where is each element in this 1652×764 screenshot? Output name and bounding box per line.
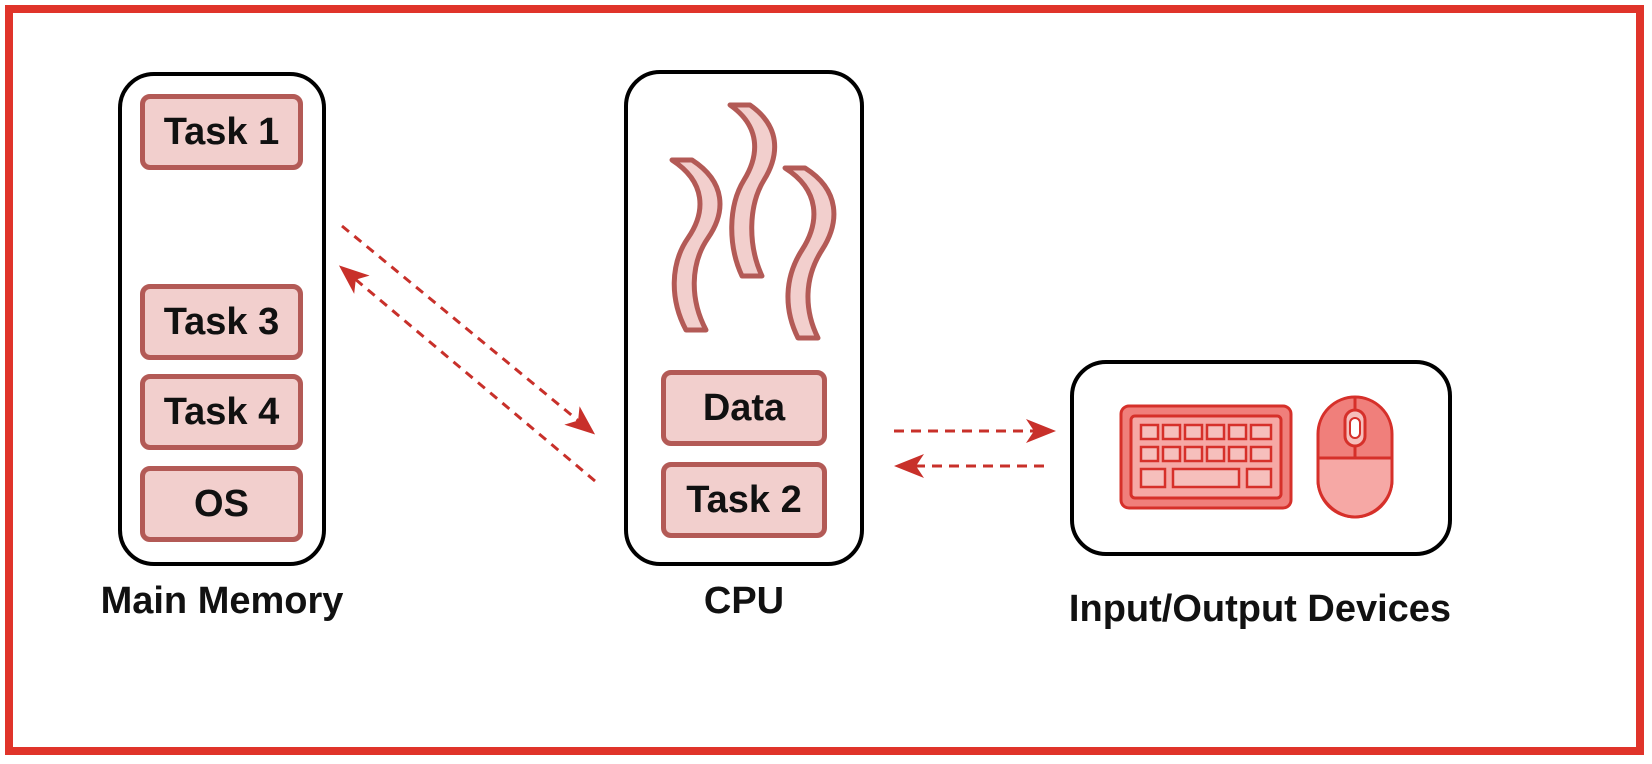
heat-wave-middle — [727, 102, 778, 279]
cpu-caption: CPU — [703, 580, 785, 622]
main-memory-caption: Main Memory — [100, 580, 344, 622]
heat-wave-left — [669, 157, 723, 333]
memory-slot-os: OS — [140, 466, 303, 542]
cpu-slot-data: Data — [661, 370, 827, 446]
memory-slot-task-3: Task 3 — [140, 284, 303, 360]
heat-waves-icon — [669, 102, 837, 341]
mouse-icon — [1316, 395, 1394, 519]
arrow-memory-to-cpu — [341, 224, 596, 435]
cpu-slot-task-2: Task 2 — [661, 462, 827, 538]
heat-wave-right — [782, 165, 837, 341]
diagram-frame — [5, 5, 1644, 755]
keyboard-icon — [1119, 404, 1293, 510]
memory-slot-task-4: Task 4 — [140, 374, 303, 450]
io-devices-caption: Input/Output Devices — [1068, 588, 1452, 630]
arrow-cpu-to-memory — [338, 265, 596, 483]
memory-slot-task-1: Task 1 — [140, 94, 303, 170]
